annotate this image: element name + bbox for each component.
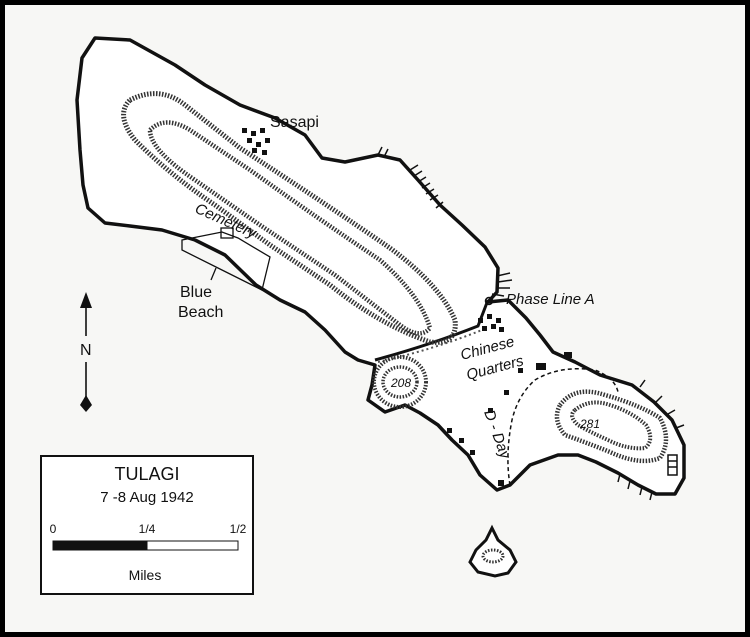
north-arrow-head	[80, 292, 92, 308]
legend-box: TULAGI 7 -8 Aug 1942 0 1/4 1/2 Miles	[40, 455, 254, 595]
cliff-hatch	[617, 473, 653, 501]
north-arrow: N	[80, 292, 92, 412]
north-label: N	[80, 342, 92, 359]
hill-208-inner	[381, 365, 419, 399]
cliff-hatch	[491, 272, 513, 297]
chinese-quarters-buildings	[447, 314, 572, 486]
sasapi-buildings	[242, 128, 270, 155]
building	[488, 408, 493, 413]
beach-post	[220, 227, 234, 239]
blue-beach-outline	[181, 231, 271, 291]
building	[518, 368, 523, 373]
building	[536, 363, 546, 370]
north-arrow-tail	[80, 395, 92, 412]
outer-ridge-contour	[121, 91, 458, 345]
inner-ridge-contour	[147, 120, 433, 336]
ridge-contours	[121, 91, 458, 345]
building	[256, 142, 261, 147]
blue-beach-marker	[181, 227, 271, 291]
scale-tick-1-2: 1/2	[230, 522, 247, 536]
d-day-route	[507, 368, 619, 486]
blue-beach-label-line2: Beach	[178, 304, 223, 321]
building	[242, 128, 247, 133]
hill-281-label: 281	[579, 417, 600, 431]
building	[252, 148, 257, 153]
legend-date: 7 -8 Aug 1942	[100, 489, 193, 506]
tulagi-island	[75, 36, 686, 496]
cliff-hatch	[639, 379, 685, 429]
structure	[667, 454, 678, 476]
building	[447, 428, 452, 433]
hill-208-outer	[372, 355, 428, 409]
building	[496, 318, 501, 323]
building	[487, 314, 492, 319]
building	[265, 138, 270, 143]
building	[470, 450, 475, 455]
hill-208-label: 208	[390, 376, 411, 390]
building	[251, 131, 256, 136]
cliff-hatch	[377, 146, 444, 209]
building	[478, 318, 483, 323]
east-point-structure	[667, 454, 678, 476]
scale-bar-black	[52, 540, 148, 551]
hill-208-contours	[372, 355, 428, 409]
scale-tick-0: 0	[50, 522, 57, 536]
building	[499, 327, 504, 332]
legend-frame	[40, 455, 254, 595]
building	[459, 438, 464, 443]
building	[491, 324, 496, 329]
scale-tick-1-4: 1/4	[139, 522, 156, 536]
building	[498, 480, 504, 486]
scale-units: Miles	[129, 567, 162, 583]
hill-281-contours	[554, 389, 669, 464]
blue-beach-leader	[210, 267, 217, 281]
blue-beach-label-line1: Blue	[180, 284, 212, 301]
building	[260, 128, 265, 133]
building	[504, 390, 509, 395]
hill-281-inner	[570, 400, 653, 451]
building	[262, 150, 267, 155]
small-islet	[468, 524, 518, 578]
building	[564, 352, 572, 358]
phase-line-marker	[484, 296, 494, 306]
legend-title: TULAGI	[114, 464, 179, 484]
building	[247, 138, 252, 143]
phase-line-label: Phase Line A	[506, 291, 595, 308]
coastal-cliff-hatching	[377, 146, 685, 501]
scale-bar-white	[146, 540, 239, 551]
sasapi-label: Sasapi	[270, 114, 319, 131]
islet-contour	[481, 548, 505, 564]
structure-lines	[668, 460, 677, 468]
building	[482, 326, 487, 331]
